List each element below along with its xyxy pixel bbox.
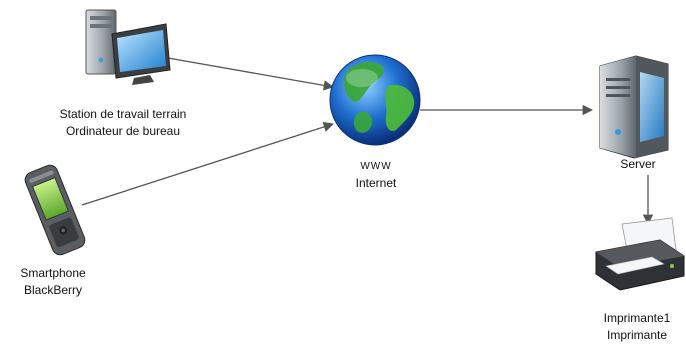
globe-icon [329,54,421,146]
workstation-label-line1: Station de travail terrain [59,107,187,121]
server-tower-icon [599,55,669,159]
internet-label: WWW Internet [326,158,426,192]
printer-label-line2: Imprimante [606,328,668,342]
printer-label-line1: Imprimante1 [603,311,671,325]
internet-label-line2: Internet [355,176,397,190]
printer-label: Imprimante1 Imprimante [588,310,686,344]
server-label: Server [598,156,678,173]
edge-smartphone-internet [81,121,334,206]
internet-label-line1: WWW [360,161,392,172]
server-label-line1: Server [620,157,656,171]
smartphone-label: Smartphone BlackBerry [0,265,106,299]
smartphone-icon [24,164,86,256]
workstation-label: Station de travail terrain Ordinateur de… [18,106,228,140]
desktop-computer-icon [85,9,171,85]
workstation-label-line2: Ordinateur de bureau [65,124,181,138]
smartphone-label-line1: Smartphone [20,266,86,280]
edge-workstation-internet [167,57,335,91]
printer-icon [595,217,685,291]
smartphone-label-line2: BlackBerry [23,283,82,297]
